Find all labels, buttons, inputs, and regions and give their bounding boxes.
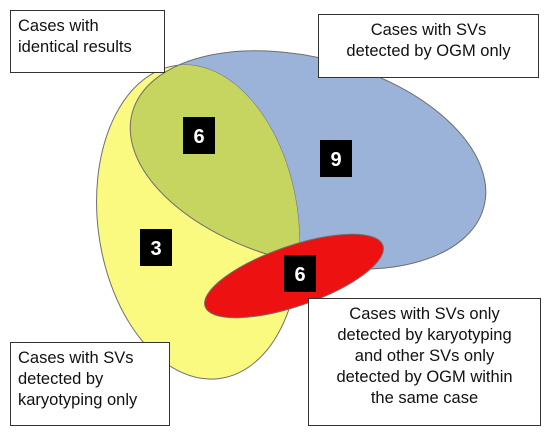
label-karyotyping-only-line-1: Cases with SVs	[18, 349, 134, 367]
label-both-same-case-line-5: the same case	[370, 389, 479, 407]
label-identical-line-2: identical results	[18, 38, 132, 56]
count-karyotyping-only: 3	[140, 229, 172, 266]
label-ogm-only: Cases with SVs detected by OGM only	[318, 14, 539, 78]
count-identical-text: 6	[193, 126, 204, 148]
label-identical: Cases with identical results	[10, 10, 165, 73]
label-both-same-case-line-2: detected by karyotyping	[337, 326, 512, 344]
label-karyotyping-only: Cases with SVs detected by karyotyping o…	[10, 342, 170, 426]
label-both-same-case: Cases with SVs only detected by karyotyp…	[308, 298, 541, 426]
count-both-same-case-text: 6	[294, 264, 305, 286]
count-karyotyping-only-text: 3	[150, 238, 161, 260]
label-both-same-case-line-4: detected by OGM within	[336, 368, 513, 386]
count-both-same-case: 6	[284, 255, 316, 292]
count-ogm-only-text: 9	[330, 149, 341, 171]
label-karyotyping-only-line-3: karyotyping only	[18, 391, 138, 409]
label-identical-line-1: Cases with	[18, 17, 99, 35]
label-ogm-only-line-2: detected by OGM only	[346, 42, 511, 60]
label-karyotyping-only-line-2: detected by	[18, 370, 104, 388]
label-both-same-case-line-1: Cases with SVs only	[349, 305, 500, 323]
count-identical: 6	[183, 117, 215, 154]
count-ogm-only: 9	[320, 140, 352, 177]
label-ogm-only-line-1: Cases with SVs	[370, 21, 487, 39]
label-both-same-case-line-3: and other SVs only	[354, 347, 495, 365]
